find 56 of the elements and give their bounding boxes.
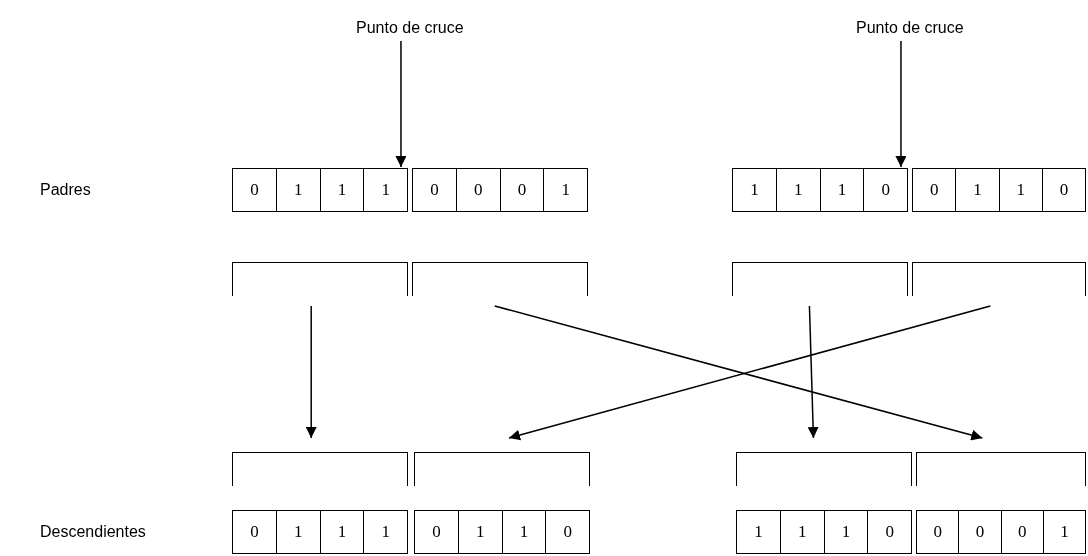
gene-cell: 1 — [820, 169, 865, 211]
chromosome-segment — [414, 510, 590, 554]
chromosome-segment — [916, 510, 1086, 554]
gene-cell: 0 — [913, 169, 957, 211]
bracket — [414, 452, 590, 486]
chromosome-segment — [232, 510, 408, 554]
bracket — [916, 452, 1086, 486]
gene-cell: 0 — [500, 169, 545, 211]
gene-cell: 0 — [959, 511, 1002, 553]
bracket — [412, 262, 588, 296]
gene-cell-text: 1 — [560, 179, 571, 201]
arrow — [395, 40, 407, 168]
gene-cell-text: 0 — [562, 521, 573, 543]
gene-cell: 0 — [917, 511, 960, 553]
bracket — [232, 262, 408, 296]
arrow — [895, 40, 907, 168]
caption-text: Punto de cruce — [356, 19, 464, 37]
bracket — [912, 262, 1086, 296]
bracket — [736, 452, 912, 486]
row-label: Descendientes — [40, 523, 146, 541]
gene-cell: 1 — [956, 169, 1000, 211]
chromosome-segment — [412, 168, 588, 212]
gene-cell-text: 1 — [380, 179, 391, 201]
gene-cell: 1 — [733, 169, 777, 211]
gene-cell: 0 — [415, 511, 459, 553]
gene-cell: 0 — [233, 511, 277, 553]
gene-cell: 1 — [824, 511, 869, 553]
gene-cell: 1 — [737, 511, 781, 553]
gene-cell: 1 — [999, 169, 1043, 211]
row-label: Padres — [40, 181, 91, 199]
chromosome-segment — [732, 168, 908, 212]
gene-cell: 1 — [276, 169, 321, 211]
gene-cell: 1 — [320, 169, 365, 211]
caption-text: Punto de cruce — [856, 19, 964, 37]
arrow — [807, 305, 819, 439]
gene-cell: 0 — [1001, 511, 1044, 553]
chromosome-segment — [912, 168, 1086, 212]
bracket — [232, 452, 408, 486]
chromosome-segment — [736, 510, 912, 554]
arrow — [305, 305, 317, 439]
gene-cell: 0 — [233, 169, 277, 211]
gene-cell: 1 — [276, 511, 321, 553]
gene-cell-text: 0 — [1058, 179, 1070, 201]
gene-cell-text: 0 — [884, 521, 895, 543]
chromosome-segment — [232, 168, 408, 212]
gene-cell-text: 1 — [1059, 521, 1070, 543]
gene-cell: 1 — [458, 511, 503, 553]
gene-cell: 0 — [413, 169, 457, 211]
gene-cell: 1 — [776, 169, 821, 211]
bracket — [732, 262, 908, 296]
gene-cell: 1 — [320, 511, 365, 553]
gene-cell: 1 — [502, 511, 547, 553]
gene-cell-text: 0 — [880, 179, 891, 201]
gene-cell: 1 — [780, 511, 825, 553]
gene-cell-text: 1 — [380, 521, 391, 543]
gene-cell: 0 — [456, 169, 501, 211]
